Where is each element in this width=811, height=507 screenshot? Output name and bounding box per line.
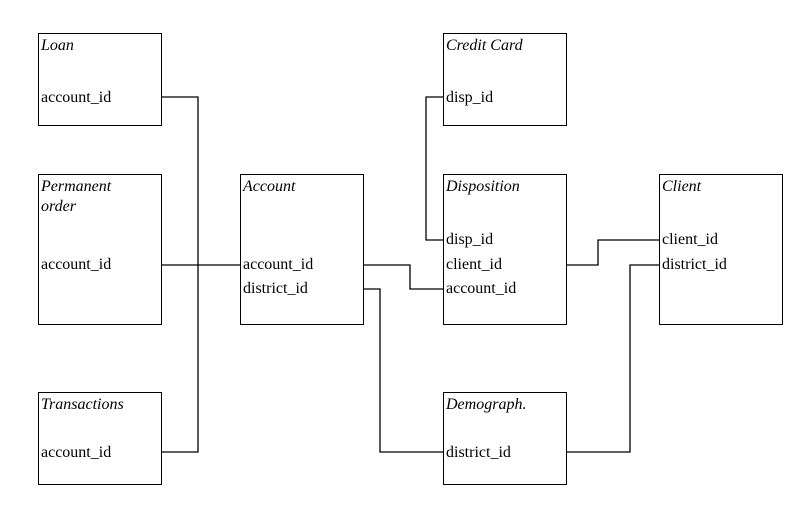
table-disposition: Disposition disp_id client_id account_id — [443, 174, 567, 325]
field-disp-id: disp_id — [446, 89, 494, 106]
field-client-id: client_id — [662, 231, 718, 248]
table-loan: Loan account_id — [38, 33, 162, 126]
field-client-id: client_id — [446, 256, 502, 273]
table-title-line: order — [41, 198, 76, 215]
table-title: Account — [243, 178, 296, 195]
relation-creditcard-disposition — [425, 96, 443, 241]
field-account-id: account_id — [41, 89, 112, 106]
field-district-id: district_id — [243, 280, 308, 297]
field-account-id: account_id — [243, 256, 314, 273]
table-title: Disposition — [446, 178, 520, 195]
table-title-line: Permanent — [41, 178, 112, 195]
table-title: Loan — [41, 37, 74, 54]
field-account-id: account_id — [446, 280, 517, 297]
relation-account-demograph — [352, 288, 443, 453]
table-demograph: Demograph. district_id — [443, 392, 567, 485]
field-disp-id: disp_id — [446, 231, 494, 248]
table-account: Account account_id district_id — [240, 174, 364, 325]
table-credit-card: Credit Card disp_id — [443, 33, 567, 126]
table-title: Client — [662, 178, 702, 195]
relation-account-disposition — [352, 264, 443, 290]
relation-disposition-client — [538, 239, 659, 266]
table-client: Client client_id district_id — [659, 174, 783, 325]
field-district-id: district_id — [446, 444, 511, 461]
table-title: Demograph. — [446, 396, 527, 413]
table-transactions: Transactions account_id — [38, 392, 162, 485]
relation-client-demograph — [552, 264, 659, 453]
field-district-id: district_id — [662, 256, 727, 273]
table-title: Credit Card — [446, 37, 523, 54]
table-title: Transactions — [41, 396, 124, 413]
relation-loan-account — [162, 96, 199, 453]
table-title: Permanent order — [41, 177, 111, 217]
field-account-id: account_id — [41, 256, 112, 273]
table-permanent-order: Permanent order account_id — [38, 174, 162, 325]
field-account-id: account_id — [41, 444, 112, 461]
